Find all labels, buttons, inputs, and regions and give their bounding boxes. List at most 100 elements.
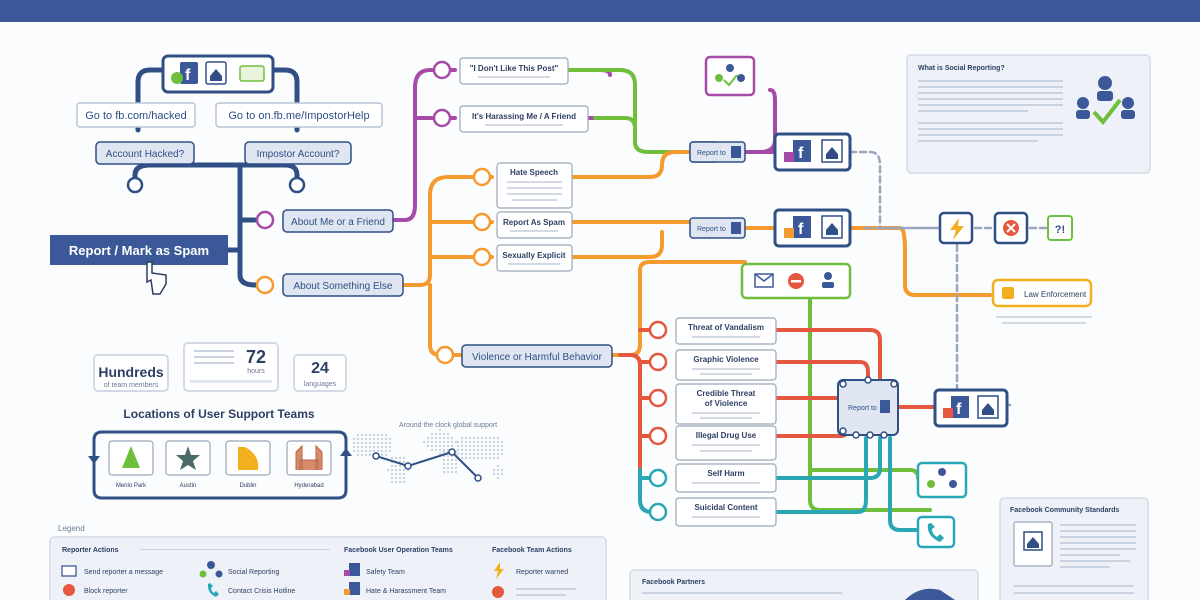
impostor-account-button[interactable] (244, 141, 352, 165)
map-dot (390, 476, 394, 480)
route-green (566, 68, 692, 154)
map-dot (394, 480, 398, 484)
map-dot (450, 436, 454, 440)
map-dot (402, 468, 406, 472)
map-dot (472, 436, 476, 440)
map-dot (380, 433, 384, 437)
map-dot (464, 440, 468, 444)
shield-check-icon (171, 72, 183, 84)
svg-text:f: f (185, 67, 191, 84)
handshake-icon (905, 588, 955, 600)
card-graphic-violence[interactable] (675, 349, 777, 381)
harp-icon (238, 447, 259, 470)
id-card-icon (239, 65, 265, 82)
node (126, 176, 144, 194)
route-dashed (848, 150, 1050, 407)
map-dot (480, 452, 484, 456)
map-dot (496, 452, 500, 456)
route-orange-2 (570, 150, 747, 357)
map-dot (364, 449, 368, 453)
node (472, 167, 492, 187)
map-dot (476, 440, 480, 444)
map-dot (500, 440, 504, 444)
route-orange (401, 175, 494, 357)
map-dot (476, 452, 480, 456)
map-dot (472, 440, 476, 444)
branch-something-else[interactable] (282, 273, 404, 297)
hacked-link-box[interactable] (76, 102, 196, 128)
map-dot (380, 445, 384, 449)
map-dot (456, 444, 460, 448)
map-dot (430, 432, 434, 436)
legend-ops-item: Hate & Harassment Team (366, 588, 446, 595)
world-map (352, 428, 504, 484)
branch-violence[interactable] (461, 344, 613, 368)
map-dot (496, 464, 500, 468)
map-dot (376, 437, 380, 441)
map-dot (390, 468, 394, 472)
map-dot (384, 445, 388, 449)
map-dot (500, 452, 504, 456)
map-dot (384, 453, 388, 457)
map-dot (476, 436, 480, 440)
partners-title: Facebook Partners (642, 579, 705, 586)
people-icon (726, 64, 734, 72)
card-self-harm[interactable] (675, 463, 777, 493)
map-dot (352, 437, 356, 441)
fb-logo-icon (731, 222, 741, 234)
map-dot (390, 480, 394, 484)
map-dot (430, 444, 434, 448)
card-hate-speech[interactable] (496, 162, 573, 209)
node (648, 320, 668, 340)
map-dot (390, 456, 394, 460)
node (288, 176, 306, 194)
card-credible-threat-label-2: of Violence (705, 399, 748, 408)
map-dot (442, 450, 446, 454)
support-line (375, 450, 479, 479)
map-dot (376, 433, 380, 437)
impostor-link[interactable]: Go to on.fb.me/ImpostorHelp (228, 110, 369, 122)
map-dot (394, 456, 398, 460)
report-spam-button[interactable] (50, 235, 228, 265)
phone-icon (207, 583, 219, 597)
hacked-link[interactable]: Go to fb.com/hacked (85, 110, 187, 122)
map-dot (480, 444, 484, 448)
map-dot (492, 472, 496, 476)
card-harassing-label: It's Harassing Me / A Friend (472, 112, 576, 121)
legend-panel (49, 536, 607, 600)
map-dot (426, 444, 430, 448)
fb-logo-icon (793, 216, 811, 238)
node (648, 388, 668, 408)
map-dot (488, 448, 492, 452)
tree-icon (122, 446, 140, 468)
map-dot (468, 448, 472, 452)
map-dot (446, 466, 450, 470)
card-suicidal[interactable] (675, 497, 777, 527)
map-dot (464, 448, 468, 452)
stat-hours-big: 72 (246, 347, 266, 367)
map-dot (394, 472, 398, 476)
map-dot (388, 437, 392, 441)
map-dot (384, 449, 388, 453)
map-dot (500, 472, 504, 476)
location-hyderabad-label: Hyderabad (294, 483, 323, 489)
node (472, 212, 492, 232)
fb-logo-icon (793, 140, 811, 162)
map-dot (360, 453, 364, 457)
map-dot (386, 468, 390, 472)
account-hacked-button[interactable] (95, 141, 195, 165)
map-dot (442, 458, 446, 462)
map-dot (394, 464, 398, 468)
location-menlo-park: Menlo Park (108, 440, 154, 489)
map-dot (480, 456, 484, 460)
node (432, 108, 452, 128)
map-dot (372, 445, 376, 449)
map-dot (496, 468, 500, 472)
social-support-box (916, 461, 968, 499)
impostor-link-box[interactable] (215, 102, 383, 128)
branch-me-or-friend[interactable] (282, 209, 394, 233)
node (648, 352, 668, 372)
map-dot (380, 441, 384, 445)
node (255, 275, 275, 295)
